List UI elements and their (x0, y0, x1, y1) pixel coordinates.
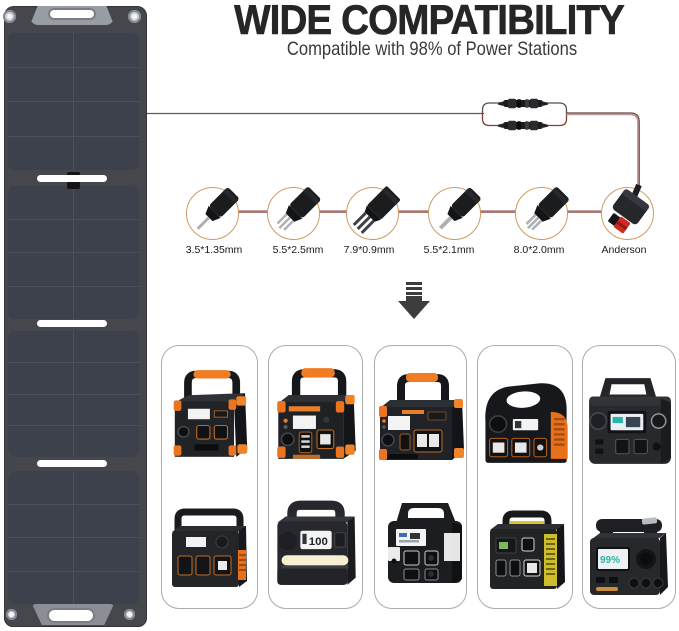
svg-text:100: 100 (309, 536, 328, 548)
svg-text:99%: 99% (600, 555, 620, 566)
